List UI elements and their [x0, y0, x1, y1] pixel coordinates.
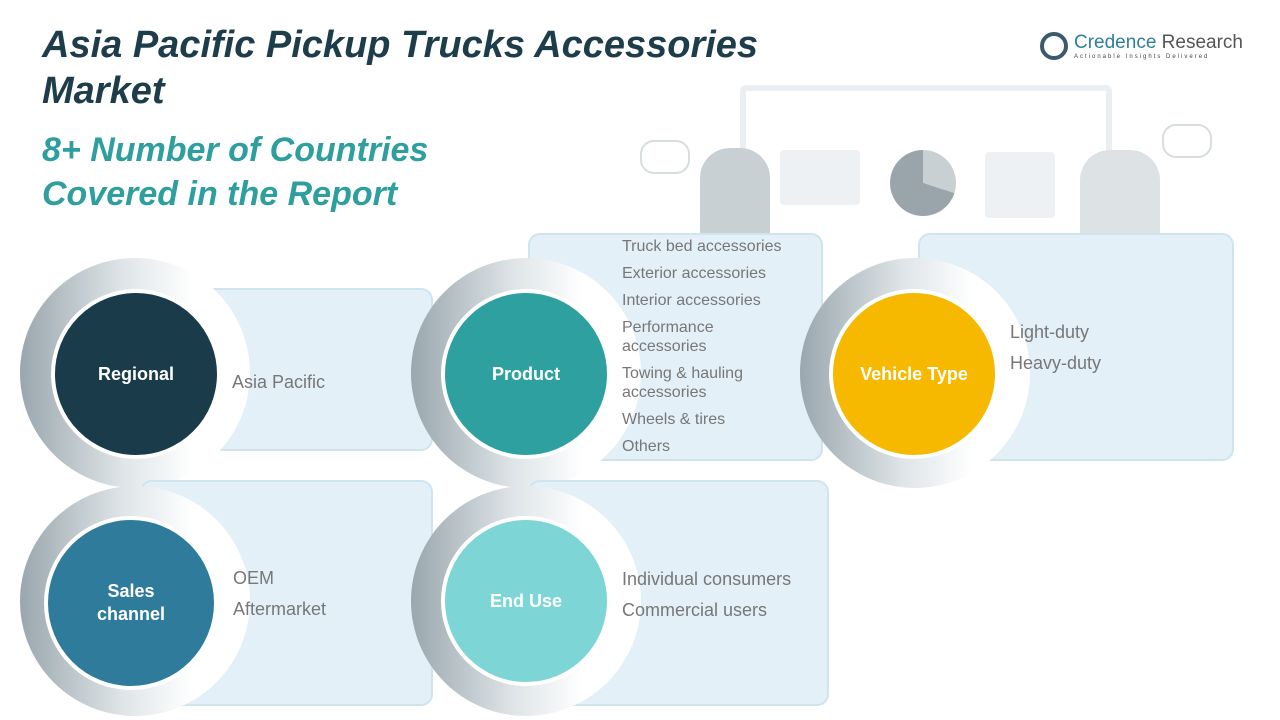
list-item: OEM — [233, 568, 275, 588]
list-item: Wheels & tires — [622, 411, 726, 428]
list-item: Truck bed accessories — [622, 238, 782, 255]
end-use-circle: End Use — [441, 516, 611, 686]
end-use-items: Individual consumers Commercial users — [622, 569, 791, 631]
credence-logo: Credence Research Actionable Insights De… — [1040, 32, 1243, 60]
chart-board-icon — [780, 150, 860, 205]
list-item: Individual consumers — [622, 569, 792, 589]
vehicle-type-circle: Vehicle Type — [829, 289, 999, 459]
logo-name: Credence — [1074, 32, 1157, 53]
logo-name-2: Research — [1156, 32, 1243, 53]
pie-chart-icon — [890, 150, 956, 216]
regional-items: Asia Pacific — [232, 372, 325, 403]
speech-bubble-icon — [1162, 124, 1212, 158]
list-item: Heavy-duty — [1010, 353, 1102, 373]
regional-circle: Regional — [51, 289, 221, 459]
speech-bubble-icon — [640, 140, 690, 174]
person-figure — [1080, 150, 1160, 240]
segment-label: Regional — [97, 363, 174, 384]
list-item: Exterior accessories — [622, 265, 767, 282]
segment-label: Sales channel — [96, 581, 166, 624]
logo-tagline: Actionable Insights Delivered — [1074, 54, 1210, 60]
segment-label: End Use — [489, 590, 563, 611]
list-item: Aftermarket — [233, 599, 327, 619]
bar-chart-icon — [985, 152, 1055, 218]
list-item: Interior accessories — [622, 292, 761, 309]
person-figure — [700, 148, 770, 238]
list-item: Asia Pacific — [232, 372, 326, 392]
vehicle-type-items: Light-duty Heavy-duty — [1010, 322, 1101, 384]
page-subtitle: 8+ Number of Countries Covered in the Re… — [42, 131, 429, 213]
list-item: Light-duty — [1010, 322, 1090, 342]
segment-label: Vehicle Type — [860, 363, 968, 384]
list-item: Others — [622, 438, 671, 455]
list-item: Performance accessories — [622, 319, 714, 355]
sales-channel-circle: Sales channel — [44, 516, 218, 690]
product-circle: Product — [441, 289, 611, 459]
logo-icon — [1040, 32, 1068, 60]
product-items: Truck bed accessories Exterior accessori… — [622, 237, 812, 464]
list-item: Towing & hauling accessories — [622, 365, 743, 401]
list-item: Commercial users — [622, 600, 768, 620]
page-title: Asia Pacific Pickup Trucks Accessories M… — [42, 24, 759, 112]
sales-channel-items: OEM Aftermarket — [233, 568, 326, 630]
segment-label: Product — [491, 363, 560, 384]
